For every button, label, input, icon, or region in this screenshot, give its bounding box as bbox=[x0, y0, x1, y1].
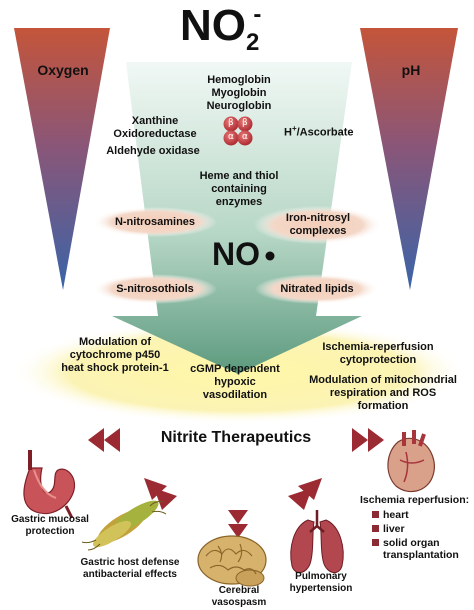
gastric-host-line-1: Gastric host defense bbox=[80, 557, 180, 568]
ischemia-line-1: Ischemia-reperfusion bbox=[322, 341, 434, 353]
nitrated-lipids-text: Nitrated lipids bbox=[280, 283, 354, 295]
cyp-line-1: Modulation of bbox=[78, 336, 152, 348]
s-nitrosothiols-text: S-nitrosothiols bbox=[116, 283, 194, 295]
ischemia-item-heart: heart bbox=[372, 509, 474, 521]
heme-line-3: enzymes bbox=[215, 196, 263, 208]
gastric-mucosal-text: Gastric mucosal protection bbox=[2, 514, 98, 538]
ischemia-item-liver: liver bbox=[372, 523, 474, 535]
mito-line-3: formation bbox=[357, 400, 409, 412]
oxygen-gradient-triangle bbox=[14, 28, 110, 290]
cgmp-text: cGMP dependent hypoxic vasodilation bbox=[170, 363, 300, 402]
ischemia-item-transplant: solid organ transplantation bbox=[372, 537, 474, 561]
radical-dot-icon bbox=[265, 251, 275, 261]
iron-nitrosyl-text: Iron-nitrosyl complexes bbox=[262, 212, 374, 238]
mito-line-2: respiration and ROS bbox=[329, 387, 437, 399]
heme-thiol-text: Heme and thiol containing enzymes bbox=[180, 170, 298, 209]
oval-s-nitrosothiols bbox=[93, 274, 217, 304]
oxygen-label: Oxygen bbox=[37, 62, 89, 78]
chevron-left-icon bbox=[88, 428, 120, 452]
hb-beta-1: β bbox=[228, 118, 234, 128]
heart-icon bbox=[387, 430, 435, 493]
ischemia-item-transplant-label: solid organ transplantation bbox=[383, 537, 459, 561]
ischemia-item-heart-label: heart bbox=[383, 509, 409, 521]
cerebral-text: Cerebral vasospasm bbox=[194, 585, 284, 609]
mitochondrial-text: Modulation of mitochondrial respiration … bbox=[298, 374, 468, 413]
nitrite-title: NO2- bbox=[180, 1, 300, 56]
gastric-mucosal-line-2: protection bbox=[25, 526, 75, 537]
gastric-mucosal-line-1: Gastric mucosal bbox=[11, 514, 89, 525]
hemoglobin-icon bbox=[223, 116, 253, 146]
ischemia-reperfusion-title: Ischemia reperfusion: bbox=[360, 494, 470, 506]
cgmp-line-2: hypoxic bbox=[214, 376, 256, 388]
ischemia-line-2: cytoprotection bbox=[339, 354, 417, 366]
cerebral-line-2: vasospasm bbox=[211, 597, 267, 608]
xanthine-text: Xanthine Oxidoreductase bbox=[100, 115, 210, 141]
heme-line-1: Heme and thiol bbox=[199, 170, 279, 182]
therapeutics-title: Nitrite Therapeutics bbox=[160, 429, 312, 446]
oval-n-nitrosamines bbox=[93, 207, 217, 237]
hb-subunit-labels: β β α α bbox=[223, 116, 253, 146]
ischemia-item-liver-label: liver bbox=[383, 523, 405, 535]
n-nitrosamines-text: N-nitrosamines bbox=[114, 216, 196, 228]
h-plus: H bbox=[284, 126, 292, 139]
globin-myoglobin: Myoglobin bbox=[211, 87, 267, 99]
h-plus-sup: + bbox=[291, 124, 297, 133]
cyp-line-2: cytochrome p450 bbox=[69, 349, 161, 361]
cerebral-line-1: Cerebral bbox=[218, 585, 260, 596]
heme-line-2: containing bbox=[211, 183, 267, 195]
bullet-square-icon bbox=[372, 525, 379, 532]
mito-line-1: Modulation of mitochondrial bbox=[309, 374, 457, 386]
hb-alpha-2: α bbox=[242, 132, 248, 142]
xanthine-line-2: Oxidoreductase bbox=[113, 128, 197, 140]
h-ascorbate-text: H+/Ascorbate bbox=[284, 122, 374, 140]
ischemia-cytoprotection-text: Ischemia-reperfusion cytoprotection bbox=[308, 341, 448, 367]
nitrite-title-subscript: 2 bbox=[246, 29, 260, 56]
ischemia-reperfusion-list: Ischemia reperfusion: heart liver solid … bbox=[360, 494, 474, 561]
oval-iron-nitrosyl bbox=[254, 206, 382, 244]
hb-alpha-1: α bbox=[228, 132, 234, 142]
brain-icon bbox=[197, 535, 267, 587]
chevron-right-icon bbox=[352, 428, 384, 452]
no-label: NO bbox=[212, 236, 260, 272]
nitrite-title-superscript: - bbox=[253, 1, 262, 28]
ascorbate: /Ascorbate bbox=[296, 126, 354, 139]
iron-nitrosyl-line-1: Iron-nitrosyl bbox=[285, 212, 351, 224]
globins-text: Hemoglobin Myoglobin Neuroglobin bbox=[180, 74, 298, 113]
xanthine-line-1: Xanthine bbox=[131, 115, 179, 127]
oval-nitrated-lipids bbox=[255, 274, 379, 304]
nitrite-title-base: NO bbox=[180, 1, 246, 50]
stomach-icon bbox=[23, 450, 76, 519]
chevron-down-left-icon bbox=[144, 478, 177, 510]
pulmonary-line-1: Pulmonary bbox=[295, 571, 347, 582]
iron-nitrosyl-line-2: complexes bbox=[289, 225, 347, 237]
bullet-square-icon bbox=[372, 511, 379, 518]
bacteria-icon bbox=[81, 500, 167, 551]
chevron-down-icon bbox=[228, 510, 248, 538]
cgmp-line-3: vasodilation bbox=[202, 389, 268, 401]
pulmonary-line-2: hypertension bbox=[289, 583, 353, 594]
ph-label: pH bbox=[401, 62, 421, 78]
ph-gradient-triangle bbox=[360, 28, 458, 290]
gastric-host-line-2: antibacterial effects bbox=[83, 569, 177, 580]
hb-beta-2: β bbox=[242, 118, 248, 128]
cyp-line-3: heat shock protein-1 bbox=[61, 362, 169, 374]
globin-hemoglobin: Hemoglobin bbox=[207, 74, 271, 86]
lungs-icon bbox=[290, 510, 344, 573]
gastric-host-text: Gastric host defense antibacterial effec… bbox=[58, 557, 202, 581]
pulmonary-text: Pulmonary hypertension bbox=[276, 571, 366, 595]
bullet-square-icon bbox=[372, 539, 379, 546]
aldehyde-oxidase-text: Aldehyde oxidase bbox=[106, 145, 200, 157]
globin-neuroglobin: Neuroglobin bbox=[206, 100, 272, 112]
cyp-text: Modulation of cytochrome p450 heat shock… bbox=[40, 336, 190, 375]
cgmp-line-1: cGMP dependent bbox=[190, 363, 280, 375]
chevron-down-right-icon bbox=[288, 478, 322, 510]
